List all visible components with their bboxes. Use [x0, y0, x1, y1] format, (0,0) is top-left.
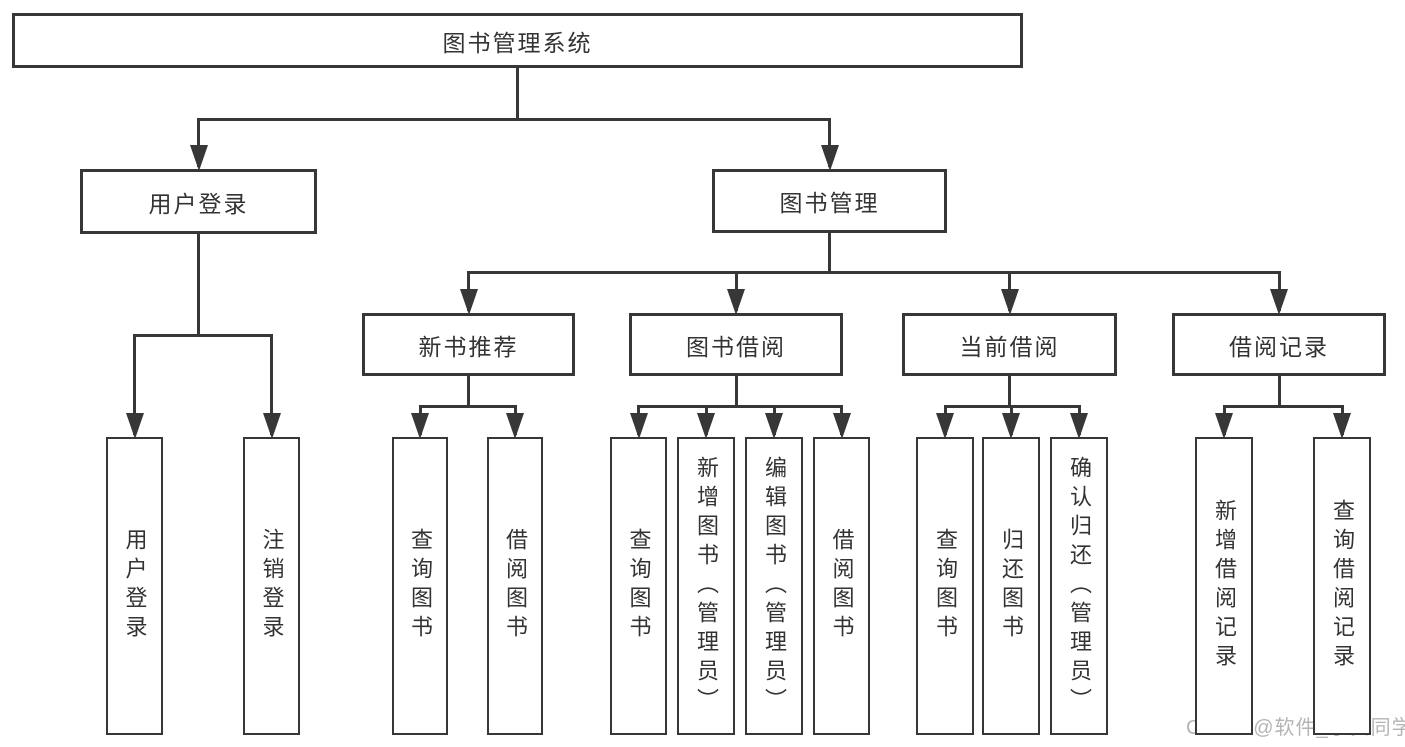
node-label: 查询借阅记录: [1330, 499, 1355, 673]
node-label: 用户登录: [122, 528, 148, 644]
node-label: 图书管理: [779, 190, 880, 216]
connector-line: [467, 376, 470, 406]
connector-line: [1222, 404, 1344, 408]
node-leaf-records-add: 新增借阅记录: [1195, 437, 1253, 735]
node-leaf-newbook-query: 查询图书: [392, 437, 448, 735]
connector-line: [734, 376, 738, 406]
connector-line: [270, 335, 273, 435]
node-book-mgmt: 图书管理: [712, 169, 947, 233]
node-leaf-borrow-query: 查询图书: [610, 437, 667, 735]
connector-line: [133, 333, 273, 337]
connector-line: [1008, 376, 1011, 406]
node-label: 归还图书: [999, 528, 1024, 644]
node-leaf-borrow-add: 新增图书（管理员）: [677, 437, 735, 735]
node-leaf-current-confirm: 确认归还（管理员）: [1050, 437, 1108, 735]
arrowhead-down-icon: [189, 145, 208, 171]
arrowhead-down-icon: [1333, 413, 1351, 439]
arrowhead-down-icon: [727, 289, 745, 315]
connector-line: [516, 68, 519, 119]
arrowhead-down-icon: [411, 413, 429, 439]
node-leaf-newbook-borrow: 借阅图书: [487, 437, 543, 735]
node-leaf-borrow-edit: 编辑图书（管理员）: [745, 437, 803, 735]
connector-line: [467, 270, 1281, 274]
connector-line: [828, 233, 831, 272]
arrowhead-down-icon: [1002, 413, 1020, 439]
node-leaf-current-return: 归还图书: [982, 437, 1040, 735]
node-leaf-logout: 注销登录: [243, 437, 300, 735]
node-label: 查询图书: [626, 528, 652, 644]
connector-line: [133, 335, 136, 435]
node-label: 确认归还（管理员）: [1067, 455, 1092, 717]
connector-line: [197, 234, 200, 335]
connector-line: [197, 117, 831, 121]
node-label: 新书推荐: [418, 333, 519, 360]
node-label: 编辑图书（管理员）: [762, 455, 787, 717]
node-borrow-records: 借阅记录: [1172, 313, 1386, 376]
node-label: 借阅图书: [503, 528, 528, 644]
arrowhead-down-icon: [1070, 413, 1088, 439]
arrowhead-down-icon: [1270, 289, 1288, 315]
arrowhead-down-icon: [459, 289, 478, 315]
arrowhead-down-icon: [506, 413, 524, 439]
arrowhead-down-icon: [832, 413, 851, 439]
node-label: 注销登录: [259, 528, 285, 644]
arrowhead-down-icon: [1000, 289, 1019, 315]
node-label: 借阅图书: [829, 528, 855, 644]
node-new-book-rec: 新书推荐: [362, 313, 575, 376]
arrowhead-down-icon: [125, 413, 144, 439]
arrowhead-down-icon: [936, 413, 954, 439]
node-current-borrow: 当前借阅: [902, 313, 1117, 376]
node-label: 用户登录: [148, 190, 249, 217]
node-label: 当前借阅: [959, 333, 1060, 360]
node-book-borrow: 图书借阅: [629, 313, 843, 376]
node-system-root: 图书管理系统: [12, 13, 1023, 68]
connector-line: [828, 119, 831, 167]
node-label: 借阅记录: [1229, 333, 1329, 360]
connector-line: [637, 404, 843, 408]
arrowhead-down-icon: [262, 413, 281, 439]
node-user-login: 用户登录: [80, 169, 317, 234]
arrowhead-down-icon: [629, 413, 648, 439]
connector-line: [1277, 376, 1281, 406]
arrowhead-down-icon: [820, 145, 839, 171]
node-label: 查询图书: [408, 528, 433, 644]
arrowhead-down-icon: [1215, 413, 1233, 439]
node-label: 新增借阅记录: [1212, 499, 1237, 673]
node-leaf-current-query: 查询图书: [916, 437, 974, 735]
node-leaf-records-query: 查询借阅记录: [1313, 437, 1371, 735]
node-label: 图书借阅: [686, 333, 786, 360]
node-label: 新增图书（管理员）: [694, 455, 719, 717]
node-label: 查询图书: [933, 528, 958, 644]
connector-line: [197, 119, 200, 167]
node-leaf-borrow-borrow: 借阅图书: [813, 437, 870, 735]
arrowhead-down-icon: [697, 413, 715, 439]
connector-line: [418, 404, 517, 408]
node-label: 图书管理系统: [442, 29, 593, 56]
arrowhead-down-icon: [765, 413, 783, 439]
node-leaf-user-login: 用户登录: [106, 437, 163, 735]
